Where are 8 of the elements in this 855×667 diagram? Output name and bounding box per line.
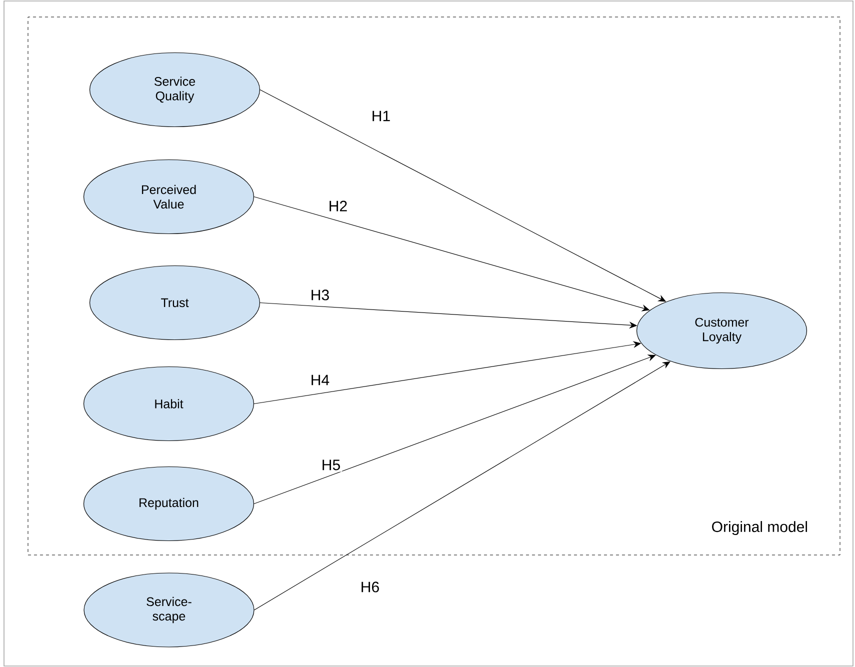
edge-label: H2 (326, 199, 350, 213)
edge-label: H5 (320, 458, 342, 472)
edge-label: H1 (370, 109, 392, 123)
edge-label: H6 (358, 580, 382, 594)
arrow (254, 361, 670, 610)
edge-label: H4 (308, 373, 332, 387)
edge-label: H3 (308, 288, 332, 302)
arrow (254, 354, 656, 504)
